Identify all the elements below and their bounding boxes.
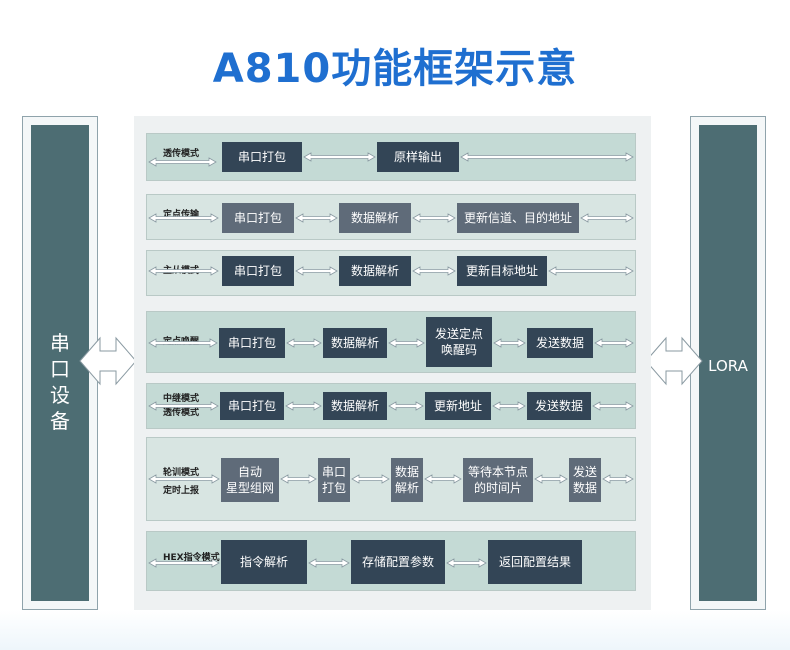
- return-config-box: 返回配置结果: [488, 540, 582, 584]
- update-target-address-box: 更新目标地址: [457, 256, 547, 286]
- double-arrow-connector: [388, 401, 424, 411]
- double-arrow-connector: [148, 558, 220, 568]
- serial-device-char: 串: [50, 331, 70, 355]
- double-arrow-connector: [594, 338, 634, 348]
- auto-star-network-box: 自动 星型组网: [221, 458, 279, 502]
- send-data-box: 发送数据: [527, 392, 591, 420]
- double-arrow-connector: [295, 213, 338, 223]
- mode-label-line: 中继模式: [163, 394, 200, 404]
- serial-device-char: 口: [50, 357, 70, 381]
- double-arrow-connector: [148, 474, 220, 484]
- update-address-box: 更新地址: [425, 392, 491, 420]
- serial-device-block: 串 口 设 备: [31, 125, 89, 601]
- mode-label-line: 透传模式: [163, 408, 200, 418]
- mode-label: HEX指令模式: [163, 553, 220, 563]
- double-arrow-connector: [424, 474, 462, 484]
- raw-output-box: 原样输出: [377, 142, 459, 172]
- wait-time-slot-box: 等待本节点 的时间片: [463, 458, 533, 502]
- mode-label: 透传模式: [163, 149, 200, 159]
- double-arrow-connector: [148, 338, 218, 348]
- double-arrow-connector: [148, 213, 219, 223]
- send-data-box: 发送数据: [527, 328, 593, 358]
- data-parse-box: 数据解析: [339, 203, 411, 233]
- mode-label-line: 轮训模式: [163, 468, 200, 478]
- double-arrow-connector: [592, 401, 634, 411]
- double-arrow-connector: [412, 213, 456, 223]
- serial-pack-box: 串口打包: [219, 328, 285, 358]
- double-arrow-connector: [148, 157, 217, 167]
- double-arrow-connector: [303, 152, 376, 162]
- double-arrow-connector: [148, 266, 219, 276]
- right-bidirectional-arrow: [645, 336, 703, 386]
- double-arrow-connector: [412, 266, 456, 276]
- page-title: A810功能框架示意: [212, 46, 578, 92]
- double-arrow-connector: [492, 401, 526, 411]
- serial-pack-box: 串口打包: [222, 256, 294, 286]
- double-arrow-connector: [493, 338, 526, 348]
- mode-label: 轮训模式 定时上报: [163, 464, 199, 500]
- mode-label: 定点传输: [163, 210, 200, 220]
- send-wake-code-box: 发送定点 唤醒码: [426, 317, 492, 367]
- double-arrow-connector: [295, 266, 338, 276]
- mode-label-line: 定时上报: [163, 486, 200, 496]
- command-parse-box: 指令解析: [221, 540, 307, 584]
- update-channel-address-box: 更新信道、目的地址: [457, 203, 579, 233]
- lora-device-block: LORA: [699, 125, 757, 601]
- double-arrow-connector: [602, 474, 634, 484]
- serial-device-label: 串 口 设 备: [31, 330, 89, 434]
- double-arrow-connector: [148, 401, 219, 411]
- lora-device-frame: LORA: [690, 116, 766, 610]
- serial-pack-box: 串口打包: [222, 203, 294, 233]
- double-arrow-connector: [548, 266, 634, 276]
- data-parse-box: 数据解析: [323, 328, 387, 358]
- serial-pack-box: 串口打包: [220, 392, 284, 420]
- double-arrow-connector: [534, 474, 568, 484]
- serial-pack-box: 串口打包: [222, 142, 302, 172]
- mode-label: 中继模式 透传模式: [163, 392, 199, 420]
- double-arrow-connector: [460, 152, 634, 162]
- data-parse-box: 数据 解析: [391, 458, 423, 502]
- data-parse-box: 数据解析: [339, 256, 411, 286]
- double-arrow-connector: [388, 338, 425, 348]
- double-arrow-connector: [351, 474, 390, 484]
- serial-device-char: 备: [50, 409, 70, 433]
- double-arrow-connector: [308, 558, 350, 568]
- double-arrow-connector: [280, 474, 317, 484]
- send-data-box: 发送 数据: [569, 458, 601, 502]
- serial-device-char: 设: [50, 383, 70, 407]
- double-arrow-connector: [285, 401, 322, 411]
- double-arrow-connector: [446, 558, 487, 568]
- serial-pack-box: 串口 打包: [318, 458, 350, 502]
- lora-device-label: LORA: [708, 357, 748, 375]
- double-arrow-connector: [286, 338, 322, 348]
- background-fade: [0, 610, 790, 650]
- store-config-box: 存储配置参数: [351, 540, 445, 584]
- double-arrow-connector: [580, 213, 634, 223]
- data-parse-box: 数据解析: [323, 392, 387, 420]
